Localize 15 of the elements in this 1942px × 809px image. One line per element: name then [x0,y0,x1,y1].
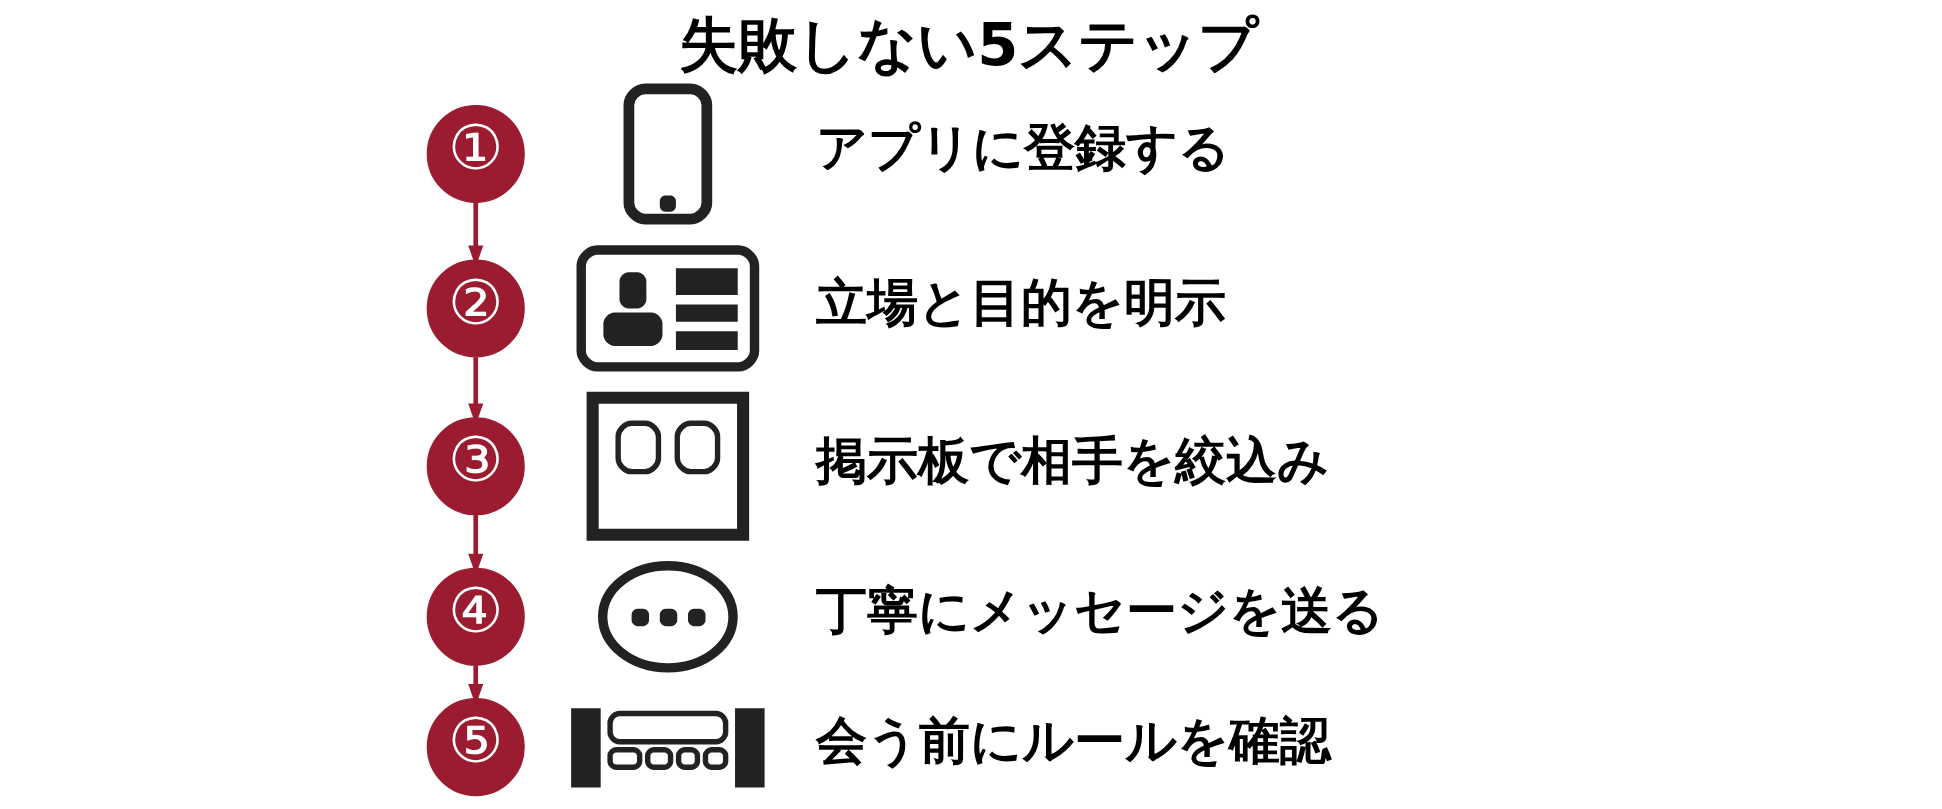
node-circle: ① [426,104,525,203]
node-circle: ⑤ [426,698,525,797]
node-label: 丁寧にメッセージを送る [815,581,1384,641]
node-picture [576,245,759,372]
node-picture [623,83,712,225]
node-circle: ④ [426,567,525,666]
node-picture [586,391,749,541]
node-picture [597,561,738,673]
node-circle: ③ [426,417,525,516]
node-label: 掲示板で相手を絞込み [815,430,1329,490]
diagram-title: 失敗しない5ステップ [678,9,1258,79]
node-label: アプリに登録する [815,118,1230,178]
node-label: 立場と目的を明示 [815,272,1226,332]
node-label: 会う前にルールを確認 [815,711,1331,771]
node-circle: ② [426,259,525,358]
